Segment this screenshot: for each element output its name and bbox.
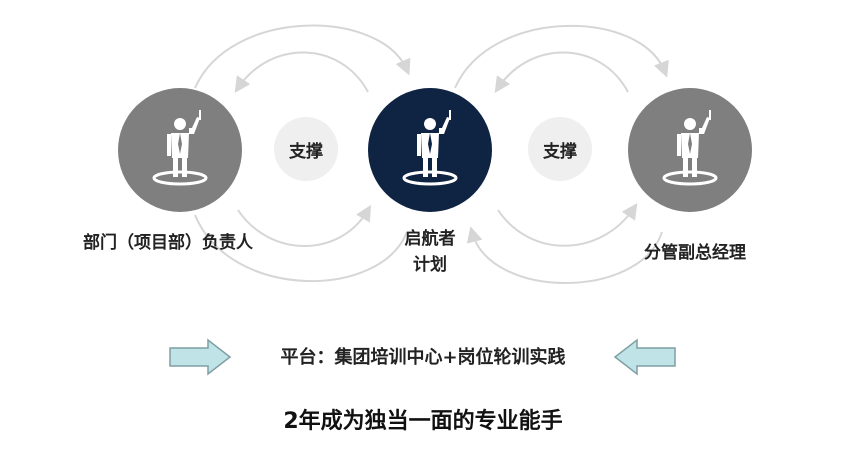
arc-right-outer-bottom <box>466 226 663 284</box>
arc-left-inner-bottom <box>237 204 372 247</box>
arc-left-outer-bottom <box>194 214 408 282</box>
arc-right-inner-bottom <box>497 203 638 247</box>
platform-text: 平台：集团培训中心+岗位轮训实践 <box>280 347 566 368</box>
goal-text: 2年成为独当一面的专业能手 <box>283 409 563 434</box>
node-center-label-line2: 计划 <box>413 255 447 275</box>
platform-arrow-right-icon <box>613 338 676 376</box>
node-right-label: 分管副总经理 <box>644 243 746 263</box>
node-left-label: 部门（项目部）负责人 <box>83 233 253 253</box>
support-badge-left: 支撑 <box>274 117 338 181</box>
node-center-label-line1: 启航者 <box>404 229 456 249</box>
support-label-right: 支撑 <box>543 141 577 162</box>
support-badge-right: 支撑 <box>528 117 592 181</box>
support-label-left: 支撑 <box>289 141 323 162</box>
arc-right-inner-top <box>494 51 629 93</box>
arc-right-outer-top <box>454 24 669 89</box>
node-center-label: 启航者 计划 <box>375 226 485 278</box>
arc-left-inner-top <box>234 51 369 93</box>
platform-arrow-left-icon <box>169 338 232 376</box>
arc-left-outer-top <box>194 24 411 89</box>
